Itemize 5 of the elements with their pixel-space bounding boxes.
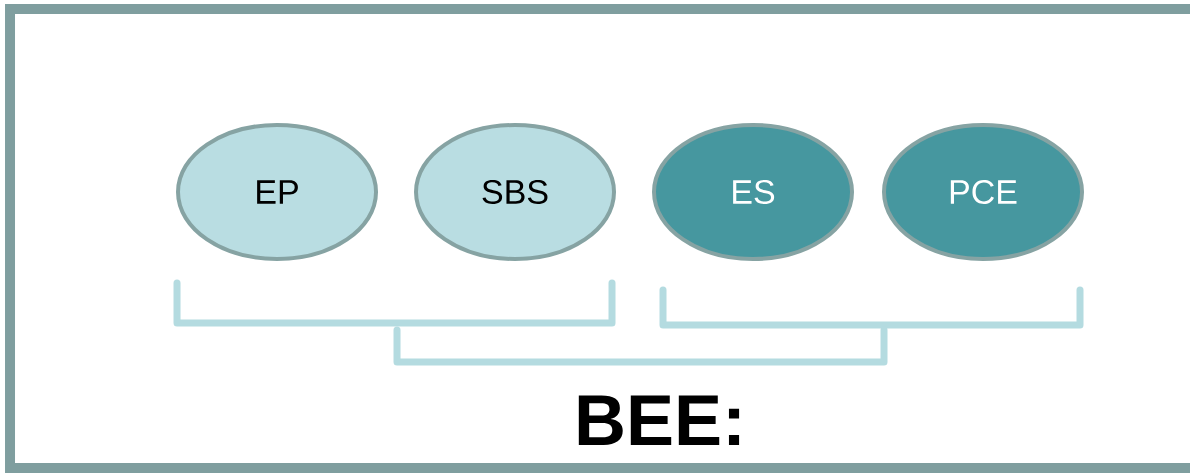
ellipse-node: ES [652, 123, 854, 261]
ellipse-node: SBS [414, 123, 616, 261]
ellipse-node: PCE [882, 123, 1084, 261]
title-text: BEE: [578, 395, 740, 445]
ellipse-node: EP [176, 123, 378, 261]
